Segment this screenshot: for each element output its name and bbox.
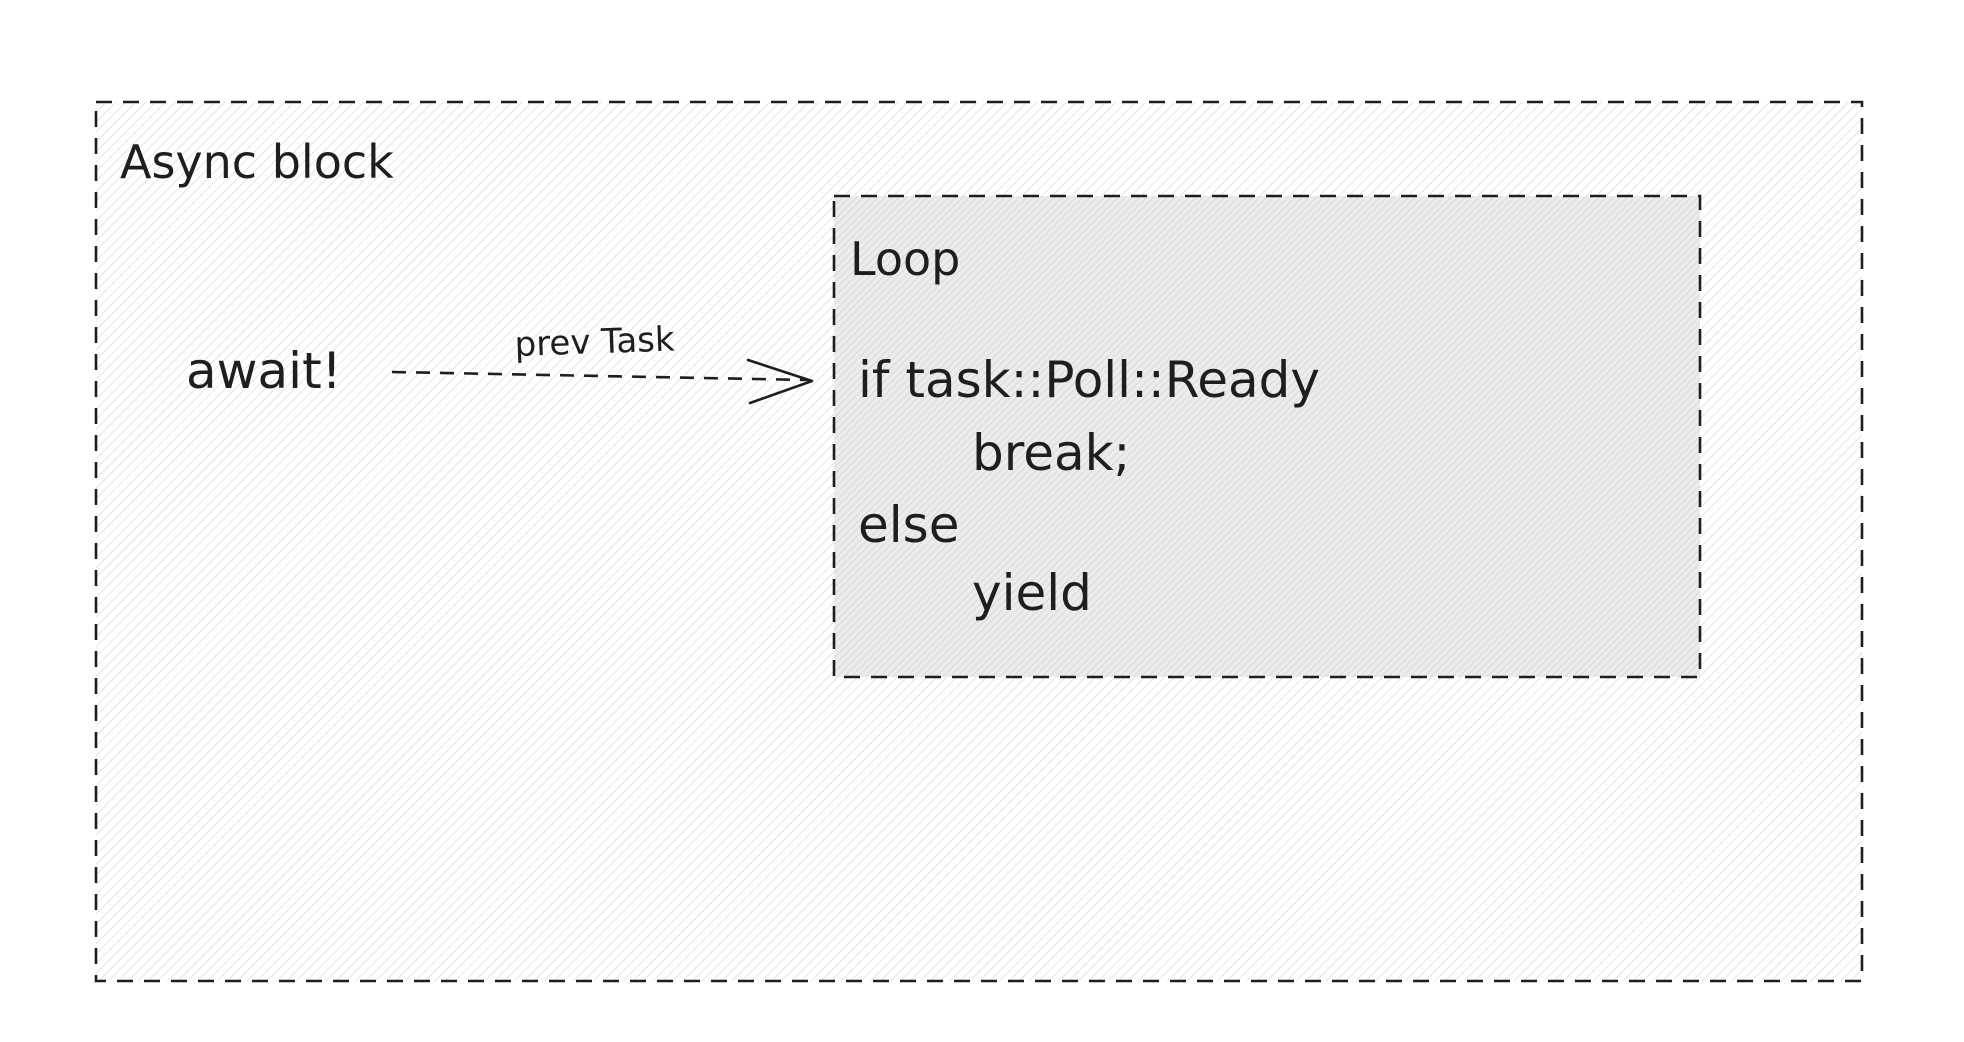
loop-fill-hatch — [834, 196, 1700, 677]
await-label: await! — [186, 342, 342, 400]
code-line-if: if task::Poll::Ready — [858, 351, 1320, 409]
code-line-else: else — [858, 496, 959, 554]
arrow-label: prev Task — [514, 319, 676, 365]
prev-task-arrow: prev Task — [391, 319, 814, 405]
arrowhead-icon — [746, 358, 814, 405]
loop-label: Loop — [850, 232, 960, 286]
arrow-shaft — [391, 370, 809, 382]
loop-border — [832, 194, 1702, 679]
code-line-yield: yield — [972, 564, 1092, 622]
loop-container: Loop if task::Poll::Ready break; else yi… — [832, 194, 1702, 679]
code-line-break: break; — [972, 424, 1130, 482]
async-block-label: Async block — [120, 135, 394, 189]
